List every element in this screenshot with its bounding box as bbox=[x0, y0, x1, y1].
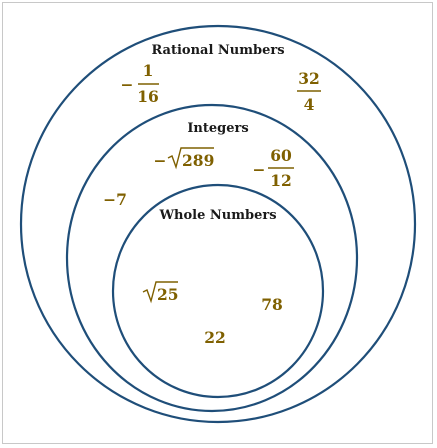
fraction-numerator: 1 bbox=[143, 61, 154, 80]
square-root-icon bbox=[142, 281, 178, 304]
fraction-32-over-4: 32 4 bbox=[297, 69, 321, 114]
fraction-denominator: 12 bbox=[270, 171, 292, 190]
number-78: 78 bbox=[261, 295, 283, 314]
diagram-frame bbox=[2, 2, 433, 444]
whole-numbers-label: Whole Numbers bbox=[158, 208, 276, 223]
square-root-icon bbox=[167, 147, 214, 170]
radical-neg-289: − 289 bbox=[154, 147, 214, 170]
radical-sign-minus: − bbox=[154, 151, 167, 170]
rational-numbers-ring bbox=[19, 24, 417, 424]
fraction-numerator: 32 bbox=[298, 69, 320, 88]
number-neg-7: −7 bbox=[103, 190, 127, 209]
fraction-neg-1-over-16: − 1 16 bbox=[121, 61, 159, 106]
radical-25: 25 bbox=[142, 281, 179, 304]
fraction-denominator: 4 bbox=[304, 95, 315, 114]
fraction-denominator: 16 bbox=[137, 87, 159, 106]
rational-numbers-label: Rational Numbers bbox=[151, 43, 284, 58]
fraction-sign: − bbox=[253, 160, 266, 179]
integers-ring bbox=[65, 103, 359, 413]
radicand: 25 bbox=[157, 285, 179, 304]
radicand: 289 bbox=[182, 151, 214, 170]
integers-label: Integers bbox=[187, 121, 248, 136]
fraction-sign: − bbox=[121, 75, 134, 94]
fraction-neg-60-over-12: − 60 12 bbox=[253, 146, 294, 190]
number-22: 22 bbox=[204, 328, 226, 347]
fraction-numerator: 60 bbox=[270, 146, 292, 165]
whole-numbers-ring bbox=[111, 183, 325, 399]
